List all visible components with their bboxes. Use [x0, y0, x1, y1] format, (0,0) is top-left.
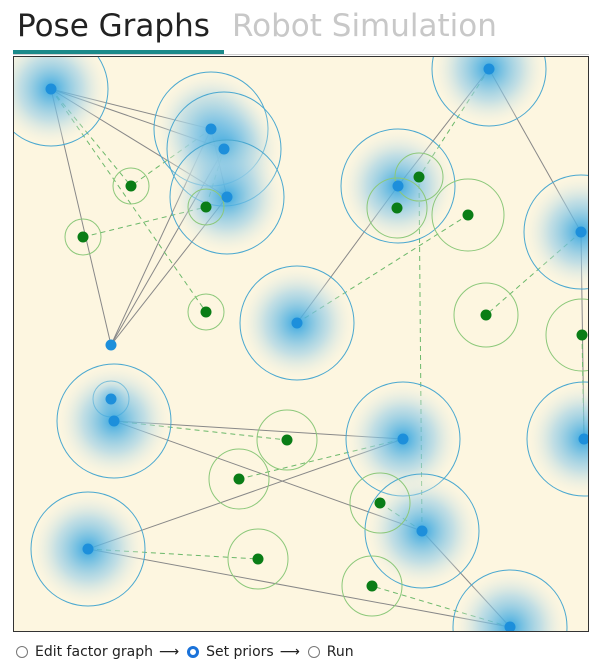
- odometry-factor-edge[interactable]: [87, 548, 511, 628]
- landmark-covariance-ellipse: [545, 298, 588, 372]
- pose-node[interactable]: [578, 433, 590, 445]
- landmark-node[interactable]: [233, 473, 245, 485]
- landmark-node[interactable]: [200, 306, 212, 318]
- step-label-set-priors[interactable]: Set priors: [206, 644, 274, 660]
- pose-node[interactable]: [397, 433, 409, 445]
- factor-graph-canvas[interactable]: [13, 56, 589, 632]
- landmark-covariance-ellipse: [394, 152, 444, 202]
- landmark-node[interactable]: [413, 171, 425, 183]
- long-right-arrow-icon: ⟶: [279, 644, 300, 660]
- pose-covariance-ellipse: [523, 174, 588, 290]
- pose-covariance-ellipse: [526, 381, 588, 497]
- landmark-covariance-ellipse: [227, 528, 289, 590]
- pose-covariance-ellipse: [452, 569, 568, 631]
- landmark-node[interactable]: [462, 209, 474, 221]
- measurement-factor-edge[interactable]: [296, 214, 469, 324]
- landmark-node[interactable]: [576, 329, 588, 341]
- pose-covariance-ellipse: [14, 57, 109, 147]
- landmark-covariance-ellipse: [64, 218, 102, 256]
- pose-node[interactable]: [218, 143, 230, 155]
- pose-node[interactable]: [45, 83, 57, 95]
- step-label-edit-factor-graph[interactable]: Edit factor graph: [35, 644, 154, 660]
- pose-node[interactable]: [221, 191, 233, 203]
- factor-graph-svg[interactable]: [14, 57, 589, 632]
- landmark-covariance-ellipse: [208, 448, 270, 510]
- measurement-factor-edge[interactable]: [371, 585, 511, 628]
- pose-node[interactable]: [416, 525, 428, 537]
- tab-robot-simulation[interactable]: Robot Simulation: [232, 8, 497, 44]
- landmark-node[interactable]: [281, 434, 293, 446]
- pose-node[interactable]: [105, 339, 117, 351]
- pose-node[interactable]: [291, 317, 303, 329]
- landmark-node[interactable]: [480, 309, 492, 321]
- tab-divider: [13, 54, 589, 55]
- radio-edit-factor-graph[interactable]: [16, 646, 28, 658]
- landmark-node[interactable]: [374, 497, 386, 509]
- landmark-covariance-ellipse: [187, 293, 225, 331]
- pose-covariance-ellipse: [431, 57, 547, 127]
- landmark-covariance-ellipse: [112, 167, 150, 205]
- landmark-covariance-ellipse: [187, 188, 225, 226]
- step-label-run[interactable]: Run: [326, 644, 354, 660]
- landmark-covariance-ellipse: [431, 178, 505, 252]
- pose-node[interactable]: [504, 621, 516, 633]
- landmark-node[interactable]: [125, 180, 137, 192]
- radio-run[interactable]: [307, 646, 320, 658]
- pose-node[interactable]: [82, 543, 94, 555]
- landmark-node[interactable]: [391, 202, 403, 214]
- landmark-covariance-ellipse: [453, 282, 519, 348]
- landmark-covariance-ellipse: [256, 409, 318, 471]
- active-tab-indicator: [13, 50, 224, 54]
- tab-bar: Pose Graphs Robot Simulation: [0, 0, 602, 56]
- pose-node[interactable]: [483, 63, 495, 75]
- workflow-steps: Edit factor graph ⟶ Set priors ⟶ Run: [16, 642, 360, 662]
- landmark-node[interactable]: [77, 231, 89, 243]
- measurement-factor-edge[interactable]: [238, 438, 404, 480]
- tab-pose-graphs[interactable]: Pose Graphs: [17, 8, 210, 44]
- landmark-node[interactable]: [366, 580, 378, 592]
- radio-set-priors[interactable]: [187, 646, 200, 658]
- landmark-covariance-ellipse: [349, 472, 411, 534]
- pose-node[interactable]: [392, 180, 404, 192]
- pose-node[interactable]: [205, 123, 217, 135]
- pose-node[interactable]: [105, 393, 117, 405]
- pose-node[interactable]: [575, 226, 587, 238]
- long-right-arrow-icon: ⟶: [159, 644, 180, 660]
- landmark-node[interactable]: [200, 201, 212, 213]
- landmark-covariance-ellipse: [341, 555, 403, 617]
- pose-node[interactable]: [108, 415, 120, 427]
- landmark-node[interactable]: [252, 553, 264, 565]
- landmark-covariance-ellipse: [366, 177, 428, 239]
- measurement-factor-edge[interactable]: [82, 206, 207, 238]
